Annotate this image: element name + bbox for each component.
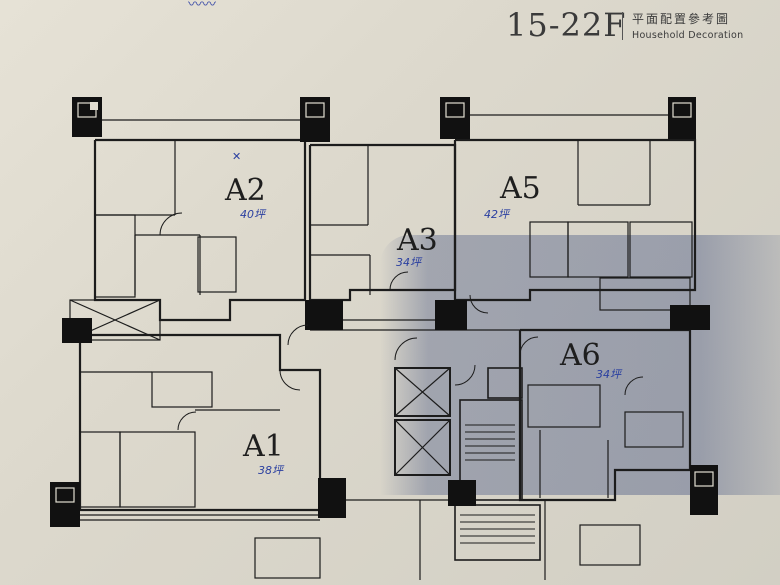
note-a3: 34坪 bbox=[396, 256, 423, 269]
unit-label-a1: A1 bbox=[242, 429, 284, 464]
note-a2: 40坪 bbox=[240, 208, 267, 221]
note-a6: 34坪 bbox=[596, 368, 623, 381]
outer-walls bbox=[69, 114, 697, 580]
title-english: Household Decoration bbox=[632, 30, 744, 41]
shadow-overlay bbox=[380, 235, 780, 495]
title-chinese: 平面配置參考圖 bbox=[632, 12, 731, 26]
stair-hatching bbox=[460, 424, 535, 544]
unit-label-a5: A5 bbox=[499, 171, 541, 206]
structural-columns bbox=[50, 97, 718, 527]
note-a5: 42坪 bbox=[484, 208, 511, 221]
door-swings bbox=[159, 212, 644, 431]
header-divider bbox=[622, 12, 623, 40]
column-inner-marks bbox=[55, 102, 714, 503]
unit-label-a2: A2 bbox=[224, 173, 266, 208]
unit-label-a3: A3 bbox=[396, 223, 438, 258]
unit-label-a6: A6 bbox=[559, 338, 601, 373]
note-a1: 38坪 bbox=[258, 464, 285, 477]
handwritten-scribble: 〰〰 bbox=[188, 0, 216, 13]
floor-range-title: 15-22F bbox=[506, 6, 627, 44]
handwritten-mark: ✕ bbox=[232, 150, 241, 163]
